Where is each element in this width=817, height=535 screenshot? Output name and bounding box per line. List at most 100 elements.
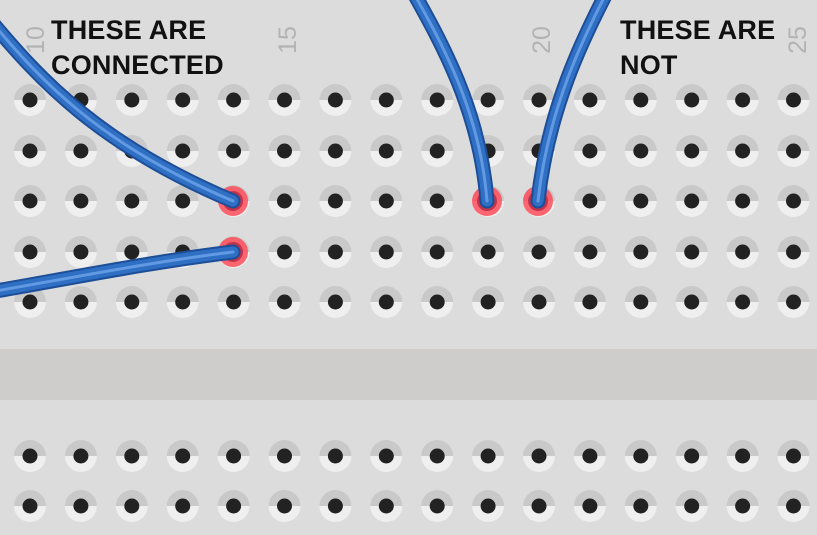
breadboard-hole-icon (421, 135, 454, 167)
breadboard-hole-icon (573, 286, 606, 318)
breadboard-hole-icon (319, 84, 352, 116)
breadboard-hole-icon (573, 84, 606, 116)
breadboard-hole-icon (370, 84, 403, 116)
breadboard-hole-icon (268, 185, 301, 217)
breadboard-hole-icon (14, 84, 46, 116)
breadboard-hole-icon (472, 490, 505, 522)
column-numbers: 10 15 20 25 (22, 26, 812, 54)
breadboard-hole-icon (268, 440, 301, 472)
breadboard-hole-icon (319, 236, 352, 268)
breadboard-hole-icon (573, 440, 606, 472)
breadboard-hole-icon (319, 185, 352, 217)
breadboard-hole-icon (726, 236, 759, 268)
breadboard-hole-icon (370, 135, 403, 167)
jumper-wires (0, 0, 612, 298)
breadboard-hole-icon (166, 286, 199, 318)
breadboard-hole-icon (370, 490, 403, 522)
breadboard-hole-icon (573, 135, 606, 167)
breadboard-hole-icon (166, 135, 199, 167)
breadboard-hole-icon (64, 135, 97, 167)
breadboard-hole-icon (166, 490, 199, 522)
callout-not-line2: NOT (620, 50, 678, 80)
breadboard-hole-icon (675, 286, 708, 318)
breadboard-hole-icon (675, 135, 708, 167)
breadboard-hole-icon (675, 440, 708, 472)
jumper-wire-not-right (530, 0, 612, 209)
breadboard-hole-icon (421, 490, 454, 522)
breadboard-hole-icon (14, 440, 46, 472)
breadboard-hole-icon (624, 236, 657, 268)
breadboard-hole-icon (777, 440, 810, 472)
breadboard-hole-icon (319, 490, 352, 522)
breadboard-hole-icon (268, 135, 301, 167)
breadboard-hole-icon (370, 286, 403, 318)
jumper-wire-connected-lower (0, 244, 241, 298)
breadboard-hole-icon (675, 236, 708, 268)
breadboard-hole-icon (726, 135, 759, 167)
breadboard-hole-icon (523, 490, 555, 522)
breadboard-hole-icon (523, 84, 555, 116)
breadboard-hole-icon (726, 286, 759, 318)
breadboard-hole-icon (777, 490, 810, 522)
breadboard-hole-icon (523, 286, 555, 318)
breadboard-hole-icon (573, 236, 606, 268)
breadboard-hole-icon (268, 286, 301, 318)
breadboard-hole-icon (472, 236, 505, 268)
breadboard-hole-icon (217, 84, 250, 116)
breadboard-hole-icon (726, 84, 759, 116)
breadboard-hole-icon (319, 286, 352, 318)
callout-connected-line2: CONNECTED (51, 50, 224, 80)
breadboard-hole-icon (268, 84, 301, 116)
breadboard-hole-icon (115, 490, 148, 522)
breadboard-hole-icon (624, 185, 657, 217)
breadboard-hole-icon (217, 286, 250, 318)
callout-not-line1: THESE ARE (620, 15, 776, 45)
breadboard-hole-icon (421, 440, 454, 472)
breadboard-hole-icon (319, 440, 352, 472)
column-number-25: 25 (784, 26, 812, 54)
breadboard-hole-icon (370, 236, 403, 268)
breadboard-hole-icon (675, 84, 708, 116)
breadboard-hole-icon (64, 490, 97, 522)
callout-connected: THESE ARE CONNECTED (51, 13, 224, 83)
breadboard-hole-icon (166, 84, 199, 116)
breadboard-hole-icon (64, 286, 97, 318)
breadboard-hole-icon (777, 286, 810, 318)
breadboard-hole-icon (675, 185, 708, 217)
breadboard-hole-icon (726, 490, 759, 522)
breadboard-hole-icon (523, 236, 555, 268)
breadboard-hole-icon (472, 286, 505, 318)
breadboard-hole-icon (675, 490, 708, 522)
jumper-wire-not-left (409, 0, 495, 209)
breadboard-hole-icon (64, 440, 97, 472)
breadboard-hole-icon (573, 185, 606, 217)
breadboard-hole-icon (421, 236, 454, 268)
breadboard-hole-icon (421, 185, 454, 217)
breadboard-hole-icon (268, 490, 301, 522)
breadboard-hole-icon (421, 84, 454, 116)
breadboard-hole-icon (624, 440, 657, 472)
breadboard-hole-icon (624, 84, 657, 116)
breadboard-hole-icon (268, 236, 301, 268)
breadboard-hole-icon (777, 135, 810, 167)
breadboard-hole-icon (115, 84, 148, 116)
breadboard-hole-icon (726, 185, 759, 217)
callout-not-connected: THESE ARE NOT (620, 13, 775, 83)
breadboard-hole-icon (523, 440, 555, 472)
breadboard-hole-icon (370, 440, 403, 472)
breadboard-hole-icon (624, 286, 657, 318)
breadboard-hole-icon (64, 236, 97, 268)
breadboard-hole-icon (319, 135, 352, 167)
breadboard-hole-icon (115, 286, 148, 318)
breadboard-hole-icon (777, 84, 810, 116)
breadboard-hole-icon (624, 490, 657, 522)
breadboard-hole-icon (64, 185, 97, 217)
jumper-wire-connected-upper (0, 20, 241, 209)
column-number-15: 15 (274, 26, 302, 54)
column-number-10: 10 (22, 26, 50, 54)
breadboard-hole-icon (14, 236, 46, 268)
breadboard-hole-icon (217, 135, 250, 167)
breadboard-hole-icon (472, 84, 505, 116)
breadboard-hole-icon (166, 440, 199, 472)
